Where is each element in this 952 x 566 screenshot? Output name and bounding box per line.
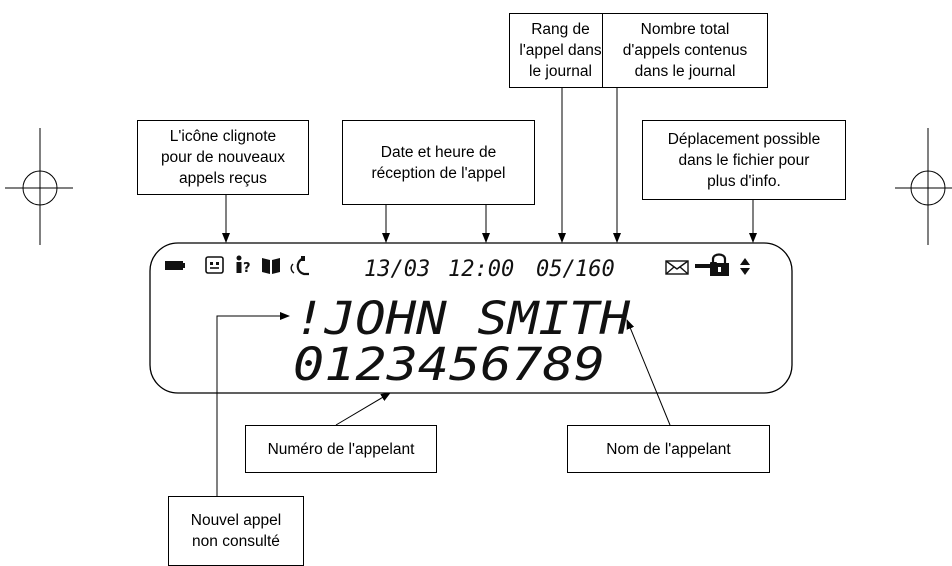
lock-icon bbox=[710, 253, 729, 276]
callout-caller-number: Numéro de l'appelant bbox=[245, 425, 437, 473]
registration-mark-right bbox=[895, 128, 952, 245]
leader-caller-number bbox=[335, 392, 391, 426]
lcd-date: 13/03 bbox=[364, 257, 430, 282]
lcd-caller-number: 0123456789 bbox=[293, 338, 605, 391]
lcd-display bbox=[149, 242, 793, 394]
handset-icon bbox=[290, 256, 309, 276]
leader-caller-name bbox=[626, 319, 671, 426]
callout-move: Déplacement possible dans le fichier pou… bbox=[642, 120, 846, 200]
lcd-caller-name: !JOHN SMITH bbox=[294, 292, 631, 345]
caller-id-icon bbox=[205, 256, 224, 274]
lcd-rank: 05/ bbox=[536, 257, 576, 282]
lcd-time: 12:00 bbox=[448, 257, 514, 282]
leader-new-call bbox=[216, 312, 290, 496]
callout-caller-name: Nom de l'appelant bbox=[567, 425, 770, 473]
callout-date-time: Date et heure de réception de l'appel bbox=[342, 120, 535, 205]
envelope-icon bbox=[665, 260, 689, 275]
info-query-icon: ? bbox=[236, 255, 251, 276]
registration-mark-left bbox=[5, 128, 73, 245]
phonebook-icon bbox=[262, 258, 280, 274]
battery-icon bbox=[165, 261, 185, 270]
svg-text:?: ? bbox=[243, 261, 251, 276]
callout-icon-blink: L'icône clignote pour de nouveaux appels… bbox=[137, 120, 309, 195]
callout-total: Nombre total d'appels contenus dans le j… bbox=[602, 13, 768, 88]
lcd-total: 160 bbox=[575, 257, 615, 282]
callout-rank: Rang de l'appel dans le journal bbox=[509, 13, 612, 88]
scroll-arrows-icon bbox=[740, 258, 750, 275]
callout-new-call: Nouvel appel non consulté bbox=[168, 496, 304, 566]
